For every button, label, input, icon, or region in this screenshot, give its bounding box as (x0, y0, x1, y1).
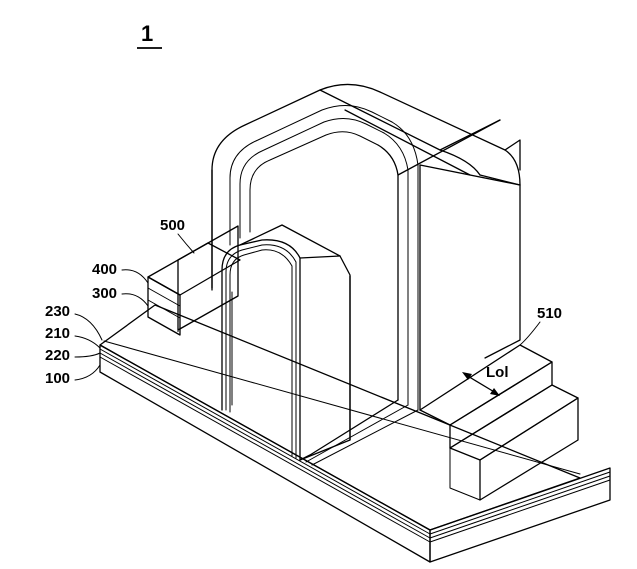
layer-300-line (147, 299, 181, 319)
label-210: 210 (45, 325, 70, 342)
label-510: 510 (537, 305, 562, 322)
leader-210 (74, 335, 101, 349)
gate-base-film (305, 404, 409, 463)
leader-400 (121, 269, 149, 284)
film-layer-line (99, 356, 611, 543)
reference-labels: 500 400 300 230 210 220 100 510 (45, 217, 562, 387)
fin-right-face (299, 275, 351, 461)
lol-arrow-line (465, 374, 497, 394)
gate-inner-line (249, 131, 379, 233)
leader-510 (519, 321, 541, 346)
fin-back-edge (339, 255, 351, 441)
right-block-left-edge (449, 424, 481, 501)
left-block-front (147, 276, 181, 336)
label-300: 300 (92, 285, 117, 302)
figure-number-text: 1 (141, 21, 153, 46)
left-stepped-block (147, 225, 241, 336)
substrate-right-face (429, 467, 611, 563)
right-block-front-lower (479, 397, 579, 501)
fin-film-line (229, 249, 293, 457)
leader-220 (74, 352, 101, 358)
gate-right-film (383, 132, 409, 406)
gate-back-edge (439, 119, 501, 151)
gate-inner-right-leg (377, 144, 399, 401)
leader-230 (74, 313, 103, 341)
substrate (99, 304, 611, 563)
film-layer-top-line (103, 340, 581, 475)
gate-outer-outline (211, 83, 521, 359)
lol-dimension: Lol (462, 364, 509, 396)
label-230: 230 (45, 303, 70, 320)
lol-arrowhead-end (490, 388, 500, 396)
layer-400-line (147, 287, 181, 307)
label-100: 100 (45, 370, 70, 387)
gate-inner-line (229, 105, 393, 246)
substrate-top-face (99, 304, 581, 531)
fin-top-face (239, 224, 341, 259)
label-500: 500 (160, 217, 185, 234)
gate-corner-edge (479, 174, 521, 186)
gate-arch (211, 83, 521, 466)
gate-base-line (299, 399, 399, 461)
gate-back-lip (504, 139, 521, 171)
substrate-front-face (99, 344, 431, 563)
fin-film-line (225, 244, 297, 459)
fin-front-outline (221, 239, 301, 461)
label-220: 220 (45, 347, 70, 364)
figure-number: 1 (137, 21, 162, 49)
film-layer-line (99, 352, 611, 539)
lol-arrowhead-start (462, 372, 472, 380)
leader-500 (177, 233, 195, 254)
leader-300 (121, 293, 149, 307)
gate-top-face-edge (344, 109, 471, 176)
gate-inner-line (239, 118, 385, 239)
leader-100 (74, 364, 101, 381)
right-stepped-block (419, 344, 579, 501)
gate-block-500 (177, 225, 239, 331)
fin (221, 224, 351, 461)
lol-label: Lol (486, 364, 509, 381)
gate-base-film (311, 409, 419, 466)
film-layer-line (99, 348, 611, 535)
label-400: 400 (92, 261, 117, 278)
right-block-step (449, 384, 579, 461)
gate-top-ridge (319, 89, 481, 176)
